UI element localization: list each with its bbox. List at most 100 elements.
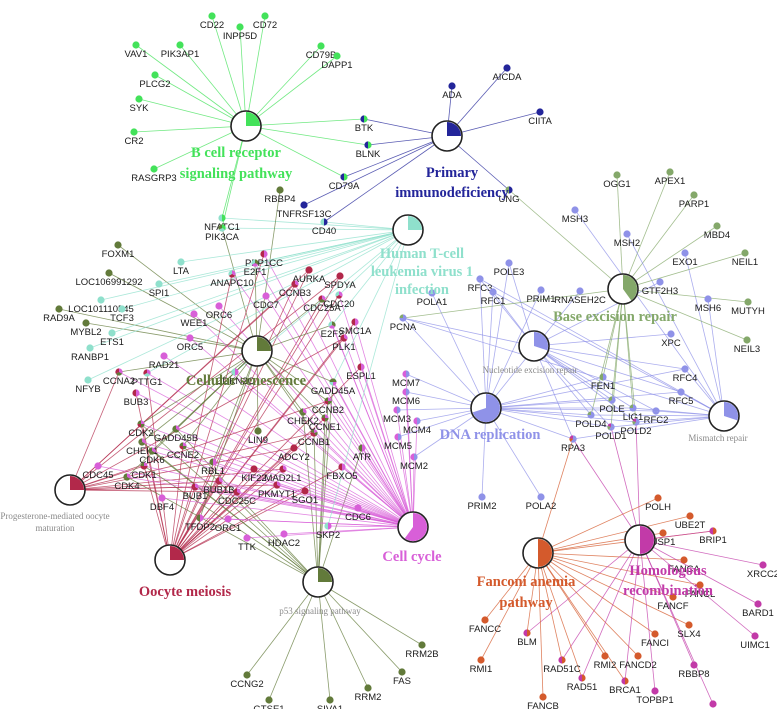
gene-node-neil1[interactable]: NEIL1 — [732, 249, 758, 268]
gene-node-ung[interactable]: UNG — [498, 186, 520, 205]
gene-node-usp1[interactable]: USP1 — [651, 529, 676, 548]
gene-node-parp1[interactable]: PARP1 — [679, 191, 709, 210]
gene-node-cd79a[interactable]: CD79A — [329, 173, 360, 192]
gene-node-ranbp1[interactable]: RANBP1 — [71, 344, 109, 363]
gene-node-anapc10[interactable]: ANAPC10 — [210, 270, 254, 289]
gene-node-dbf4[interactable]: DBF4 — [150, 494, 174, 513]
gene-node-ccne1[interactable]: CCNE1 — [309, 414, 341, 433]
gene-node-fbxo5[interactable]: FBXO5 — [326, 463, 358, 482]
gene-node-cdc25a[interactable]: CDC25A — [303, 295, 341, 314]
gene-node-syk[interactable]: SYK — [129, 95, 149, 114]
gene-node-rfc5[interactable]: RFC5 — [669, 388, 694, 407]
gene-node-fanca[interactable]: FANCA — [668, 556, 700, 575]
gene-node-rasgrp3[interactable]: RASGRP3 — [131, 165, 177, 184]
hub-om[interactable]: Oocyte meiosis — [139, 544, 232, 600]
gene-node-prim2[interactable]: PRIM2 — [467, 493, 497, 512]
gene-node-cdc20[interactable]: CDC20 — [323, 291, 355, 310]
gene-node-mcm6[interactable]: MCM6 — [392, 388, 420, 407]
gene-node-tnfrsf13c[interactable]: TNFRSF13C — [277, 201, 332, 220]
gene-node-rfc3[interactable]: RFC3 — [468, 275, 493, 294]
gene-node-loc101110545[interactable]: LOC101110545 — [68, 296, 134, 315]
gene-node-neil3[interactable]: NEIL3 — [734, 336, 760, 355]
gene-node-plcg2[interactable]: PLCG2 — [139, 71, 171, 90]
hub-mmr[interactable]: Mismatch repair — [688, 400, 748, 443]
gene-node-cdk6[interactable]: CDK6 — [139, 447, 165, 466]
gene-node-gadd45b[interactable]: GADD45B — [154, 425, 198, 444]
gene-node-skp2[interactable]: SKP2 — [316, 522, 340, 541]
gene-node-pik3ap1[interactable]: PIK3AP1 — [161, 41, 200, 60]
gene-node-lin9[interactable]: LIN9 — [248, 427, 268, 446]
gene-node-uimc1[interactable]: UIMC1 — [740, 632, 770, 651]
gene-node-brip1[interactable]: BRIP1 — [699, 527, 727, 546]
gene-node-mbd4[interactable]: MBD4 — [704, 222, 730, 241]
gene-node-ccna2[interactable]: CCNA2 — [103, 368, 135, 387]
gene-node-chek1[interactable]: CHEK1 — [126, 438, 158, 457]
gene-node-mcm2[interactable]: MCM2 — [400, 453, 428, 472]
gene-node-rad51c[interactable]: RAD51C — [543, 656, 581, 675]
gene-node-gtse1[interactable]: GTSE1 — [253, 696, 285, 709]
gene-node-aicda[interactable]: AICDA — [492, 64, 522, 83]
gene-node-cdk2[interactable]: CDK2 — [128, 420, 154, 439]
gene-node-inpp5d[interactable]: INPP5D — [223, 23, 257, 42]
gene-node-ube2t[interactable]: UBE2T — [675, 512, 706, 531]
gene-node-bub1b[interactable]: BUB1B — [203, 477, 235, 496]
gene-node-mutyh[interactable]: MUTYH — [731, 298, 765, 317]
gene-node-tcf3[interactable]: TCF3 — [110, 305, 134, 324]
gene-node-adcy2[interactable]: ADCY2 — [278, 444, 310, 463]
gene-node-e2f1[interactable]: E2F1 — [244, 259, 267, 278]
gene-node-mybl2[interactable]: MYBL2 — [70, 319, 102, 338]
gene-node-ccnb2[interactable]: CCNB2 — [312, 397, 344, 416]
gene-node-pttg1[interactable]: PTTG1 — [132, 369, 163, 388]
gene-node-xpc[interactable]: XPC — [661, 330, 681, 349]
gene-node-brca1[interactable]: BRCA1 — [609, 677, 641, 696]
gene-node-orc5[interactable]: ORC5 — [177, 334, 203, 353]
hub-ccy[interactable]: Cell cycle — [382, 511, 442, 565]
hub-p53[interactable]: p53 signaling pathway — [279, 566, 361, 616]
gene-node-pkmyt1[interactable]: PKMYT1 — [258, 481, 296, 500]
hub-ber[interactable]: Base excision repair — [553, 273, 677, 325]
gene-node-rbbp4[interactable]: RBBP4 — [264, 186, 296, 205]
gene-node-ciita[interactable]: CIITA — [528, 108, 552, 127]
gene-node-cdc25c[interactable]: CDC25C — [218, 488, 256, 507]
gene-node-wee1[interactable]: WEE1 — [181, 310, 208, 329]
gene-node-dapp1[interactable]: DAPP1 — [321, 52, 353, 71]
gene-node-bub3[interactable]: BUB3 — [124, 389, 149, 408]
gene-node-rfc2[interactable]: RFC2 — [644, 407, 669, 426]
gene-node-exo1[interactable]: EXO1 — [672, 249, 698, 268]
gene-node-aurka[interactable]: AURKA — [293, 266, 326, 285]
gene-node-rrm2b[interactable]: RRM2B — [405, 641, 439, 660]
gene-node-cd72[interactable]: CD72 — [253, 12, 277, 31]
gene-node-sgo1[interactable]: SGO1 — [292, 487, 318, 506]
gene-node-apex1[interactable]: APEX1 — [655, 168, 686, 187]
gene-node-fen1[interactable]: FEN1 — [591, 373, 615, 392]
gene-node-espl1[interactable]: ESPL1 — [346, 363, 376, 382]
hub-dna[interactable]: DNA replication — [440, 392, 541, 443]
gene-node-fancl[interactable]: FANCL — [685, 581, 716, 600]
gene-node-ogg1[interactable]: OGG1 — [603, 171, 631, 190]
gene-node-cdkn2c[interactable]: CDKN2C — [215, 368, 255, 387]
gene-node-mcm4[interactable]: MCM4 — [403, 417, 431, 436]
gene-node-fas[interactable]: FAS — [393, 668, 411, 687]
gene-node-cdc45[interactable]: CDC45 — [82, 462, 114, 481]
gene-node-gtf2h3[interactable]: GTF2H3 — [642, 278, 678, 297]
gene-node-fancf[interactable]: FANCF — [657, 593, 689, 612]
gene-node-spdya[interactable]: SPDYA — [324, 272, 356, 291]
gene-node-polh[interactable]: POLH — [645, 494, 671, 513]
gene-node-lta[interactable]: LTA — [173, 258, 190, 277]
gene-node-cd22[interactable]: CD22 — [200, 12, 224, 31]
gene-node-tfdp2[interactable]: TFDP2 — [185, 514, 215, 533]
gene-node-foxm1[interactable]: FOXM1 — [102, 241, 135, 260]
gene-node-ppp1cc[interactable]: PPP1CC — [245, 250, 283, 269]
gene-node-rad9a[interactable]: RAD9A — [43, 305, 75, 324]
gene-node-fanci[interactable]: FANCI — [641, 630, 669, 649]
gene-node-pold4[interactable]: POLD4 — [575, 411, 607, 430]
gene-node-blnk[interactable]: BLNK — [356, 141, 381, 160]
gene-node-fancc[interactable]: FANCC — [469, 616, 501, 635]
gene-node-rad51[interactable]: RAD51 — [567, 674, 598, 693]
gene-node-blm[interactable]: BLM — [517, 629, 537, 648]
gene-node-hdac2[interactable]: HDAC2 — [268, 530, 300, 549]
gene-node-plk1[interactable]: PLK1 — [332, 334, 356, 353]
gene-node-ttk[interactable]: TTK — [238, 534, 257, 553]
